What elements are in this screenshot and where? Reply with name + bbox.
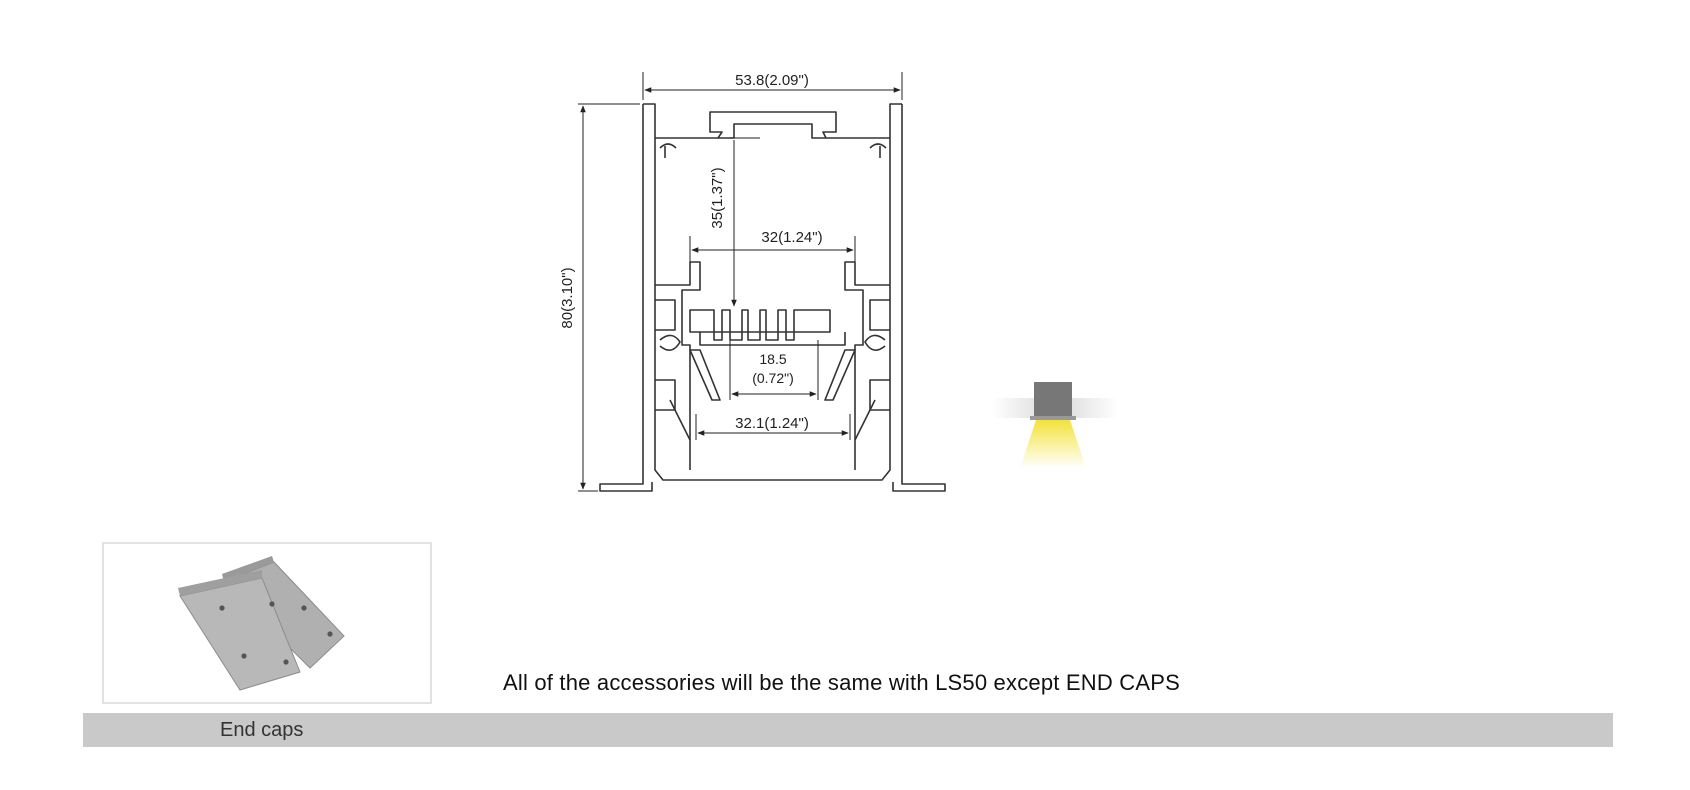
led-width-label-line2: (0.72") bbox=[752, 370, 794, 386]
fixture-body bbox=[1034, 382, 1072, 418]
profile-top-slot bbox=[655, 111, 890, 139]
end-caps-caption-bar: End caps bbox=[83, 713, 1613, 747]
profile-heatsink bbox=[689, 309, 831, 341]
led-width-label-line1: 18.5 bbox=[759, 351, 786, 367]
inner-top-dimension-label: 32(1.24") bbox=[761, 229, 822, 246]
profile-cross-section-drawing: 53.8(2.09") 80(3.10") 35(1.37") 32(1.24"… bbox=[560, 72, 946, 492]
profile-right-channel bbox=[844, 261, 890, 470]
end-caps-image bbox=[102, 542, 432, 704]
end-caps-caption: End caps bbox=[220, 719, 304, 741]
profile-left-channel bbox=[655, 261, 701, 470]
depth-dimension-label: 35(1.37") bbox=[709, 167, 726, 228]
accessories-note: All of the accessories will be the same … bbox=[503, 670, 1180, 695]
profile-outer-right-wall bbox=[892, 104, 946, 492]
end-cap-front-plate bbox=[179, 577, 301, 691]
opening-dimension-label: 32.1(1.24") bbox=[735, 415, 809, 432]
light-beam bbox=[1020, 420, 1086, 468]
height-dimension-label: 80(3.10") bbox=[560, 267, 576, 328]
profile-outer-left-wall bbox=[599, 104, 653, 492]
recessed-installation-icon bbox=[992, 382, 1118, 468]
width-dimension-label: 53.8(2.09") bbox=[735, 72, 809, 89]
